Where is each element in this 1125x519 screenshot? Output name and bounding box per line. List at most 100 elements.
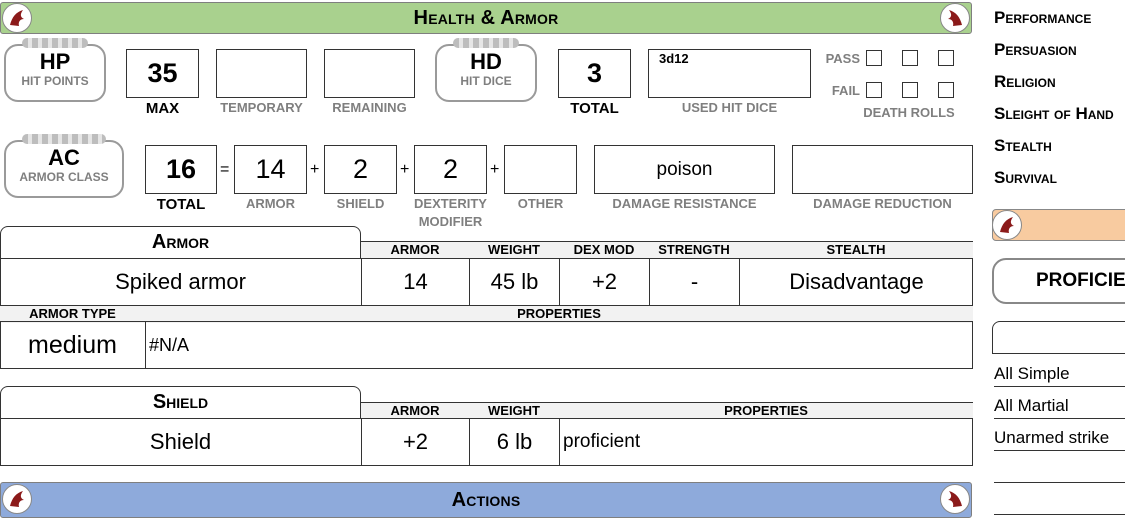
shield-header-armor: ARMOR: [361, 402, 469, 419]
hd-total-field[interactable]: 3: [558, 49, 631, 98]
armor-stealth-cell[interactable]: Disadvantage: [739, 258, 973, 306]
hp-remaining-label: REMAINING: [332, 100, 407, 115]
hd-badge: HD HIT DICE: [435, 38, 537, 102]
shield-header-properties: PROPERTIES: [559, 402, 973, 419]
hd-badge-title: HD: [470, 49, 502, 74]
hp-badge: HP HIT POINTS: [4, 38, 106, 102]
skill-stealth: Stealth: [994, 136, 1052, 155]
shield-properties-cell[interactable]: proficient: [559, 418, 973, 466]
armor-row: [0, 258, 973, 306]
hp-badge-subtitle: HIT POINTS: [21, 74, 89, 88]
skill-sleight-of-hand: Sleight of Hand: [994, 104, 1114, 123]
plus-sign: +: [310, 161, 320, 178]
dragon-crest-icon: [2, 484, 32, 514]
shield-armor-cell[interactable]: +2: [361, 418, 469, 466]
shield-name-cell[interactable]: Shield: [149, 429, 212, 454]
death-pass-checkbox-2[interactable]: [902, 50, 918, 66]
armor-dexmod-cell[interactable]: +2: [559, 258, 649, 306]
armor-header-weight: WEIGHT: [469, 241, 559, 258]
equals-sign: =: [220, 161, 230, 178]
ac-shield-field[interactable]: 2: [324, 145, 397, 194]
armor-type-cell[interactable]: medium: [28, 330, 117, 359]
armor-value-cell[interactable]: 14: [361, 258, 469, 306]
shield-row: [0, 418, 973, 466]
armor-type-label: ARMOR TYPE: [0, 306, 145, 323]
hp-temporary-field[interactable]: [216, 49, 307, 98]
ac-total-field[interactable]: 16: [145, 145, 217, 194]
death-fail-checkbox-2[interactable]: [902, 82, 918, 98]
hp-badge-title: HP: [39, 49, 71, 74]
health-armor-title: Health & Armor: [413, 6, 559, 29]
armor-header-dexmod: DEX MOD: [559, 241, 649, 258]
armor-properties-cell[interactable]: #N/A: [145, 321, 973, 369]
weapon-prof-item[interactable]: [994, 490, 1125, 515]
damage-resistance-label: DAMAGE RESISTANCE: [612, 196, 757, 211]
dragon-crest-icon: [940, 3, 970, 33]
death-fail-label: FAIL: [831, 83, 860, 98]
dragon-crest-icon: [2, 3, 32, 33]
armor-header-stealth: STEALTH: [739, 241, 973, 258]
shield-header-weight: WEIGHT: [469, 402, 559, 419]
actions-banner: Actions: [0, 482, 972, 518]
armor-properties-label: PROPERTIES: [145, 306, 973, 323]
ac-dex-field[interactable]: 2: [414, 145, 487, 194]
skill-religion: Religion: [994, 72, 1056, 91]
ac-dex-label-line1: DEXTERITY: [414, 196, 487, 211]
ac-armor-label: ARMOR: [245, 196, 296, 211]
right-panel: Performance Persuasion Religion Sleight …: [986, 0, 1125, 519]
skill-survival: Survival: [994, 168, 1057, 187]
ac-other-field[interactable]: [504, 145, 577, 194]
dragon-crest-icon: [940, 484, 970, 514]
plus-sign: +: [490, 161, 500, 178]
proficiencies-title: PROFICIENCIES: [1036, 270, 1125, 291]
shield-title-text: Shield: [152, 391, 209, 413]
armor-type-row: [0, 321, 973, 369]
weapon-prof-item[interactable]: All Simple: [994, 362, 1125, 387]
health-armor-banner: Health & Armor: [0, 2, 972, 34]
death-pass-label: PASS: [825, 51, 860, 66]
death-pass-checkbox-3[interactable]: [938, 50, 954, 66]
armor-section-title: Armor: [0, 226, 361, 258]
death-pass-checkbox-1[interactable]: [866, 50, 882, 66]
weapons-header-box: [992, 321, 1125, 354]
hp-max-field[interactable]: 35: [126, 49, 199, 98]
armor-title-text: Armor: [151, 231, 210, 253]
hp-temporary-label: TEMPORARY: [220, 100, 303, 115]
ac-badge: AC ARMOR CLASS: [4, 134, 124, 198]
armor-header-armor: ARMOR: [361, 241, 469, 258]
hd-total-label: TOTAL: [570, 100, 619, 117]
dragon-crest-icon: [992, 210, 1022, 240]
ac-shield-label: SHIELD: [336, 196, 385, 211]
armor-strength-cell[interactable]: -: [649, 258, 739, 306]
used-hit-dice-field[interactable]: 3d12: [648, 49, 811, 98]
hp-remaining-field[interactable]: [324, 49, 415, 98]
armor-header-strength: STRENGTH: [649, 241, 739, 258]
weapon-prof-item[interactable]: All Martial: [994, 394, 1125, 419]
damage-reduction-label: DAMAGE REDUCTION: [813, 196, 952, 211]
skill-performance: Performance: [994, 8, 1092, 27]
armor-name-cell[interactable]: Spiked armor: [115, 269, 246, 294]
ac-badge-subtitle: ARMOR CLASS: [19, 170, 109, 184]
weapon-prof-item[interactable]: Unarmed strike: [994, 426, 1125, 451]
shield-weight-cell[interactable]: 6 lb: [469, 418, 559, 466]
death-fail-checkbox-3[interactable]: [938, 82, 954, 98]
used-hit-dice-label: USED HIT DICE: [681, 100, 778, 115]
damage-reduction-field[interactable]: [792, 145, 973, 194]
death-rolls-label: DEATH ROLLS: [863, 105, 955, 120]
ac-dex-label-line2: MODIFIER: [418, 214, 483, 229]
ac-armor-field[interactable]: 14: [234, 145, 307, 194]
death-fail-checkbox-1[interactable]: [866, 82, 882, 98]
hd-badge-subtitle: HIT DICE: [460, 74, 512, 88]
ac-badge-title: AC: [48, 145, 80, 170]
actions-title: Actions: [451, 488, 521, 511]
damage-resistance-field[interactable]: poison: [594, 145, 775, 194]
plus-sign: +: [400, 161, 410, 178]
armor-weight-cell[interactable]: 45 lb: [469, 258, 559, 306]
skill-persuasion: Persuasion: [994, 40, 1077, 59]
weapon-prof-item[interactable]: [994, 458, 1125, 483]
shield-section-title: Shield: [0, 386, 361, 418]
ac-other-label: OTHER: [517, 196, 564, 211]
proficiencies-header: PROFICIENCIES: [992, 258, 1125, 304]
hp-max-label: MAX: [145, 100, 180, 117]
ac-total-label: TOTAL: [156, 196, 206, 213]
